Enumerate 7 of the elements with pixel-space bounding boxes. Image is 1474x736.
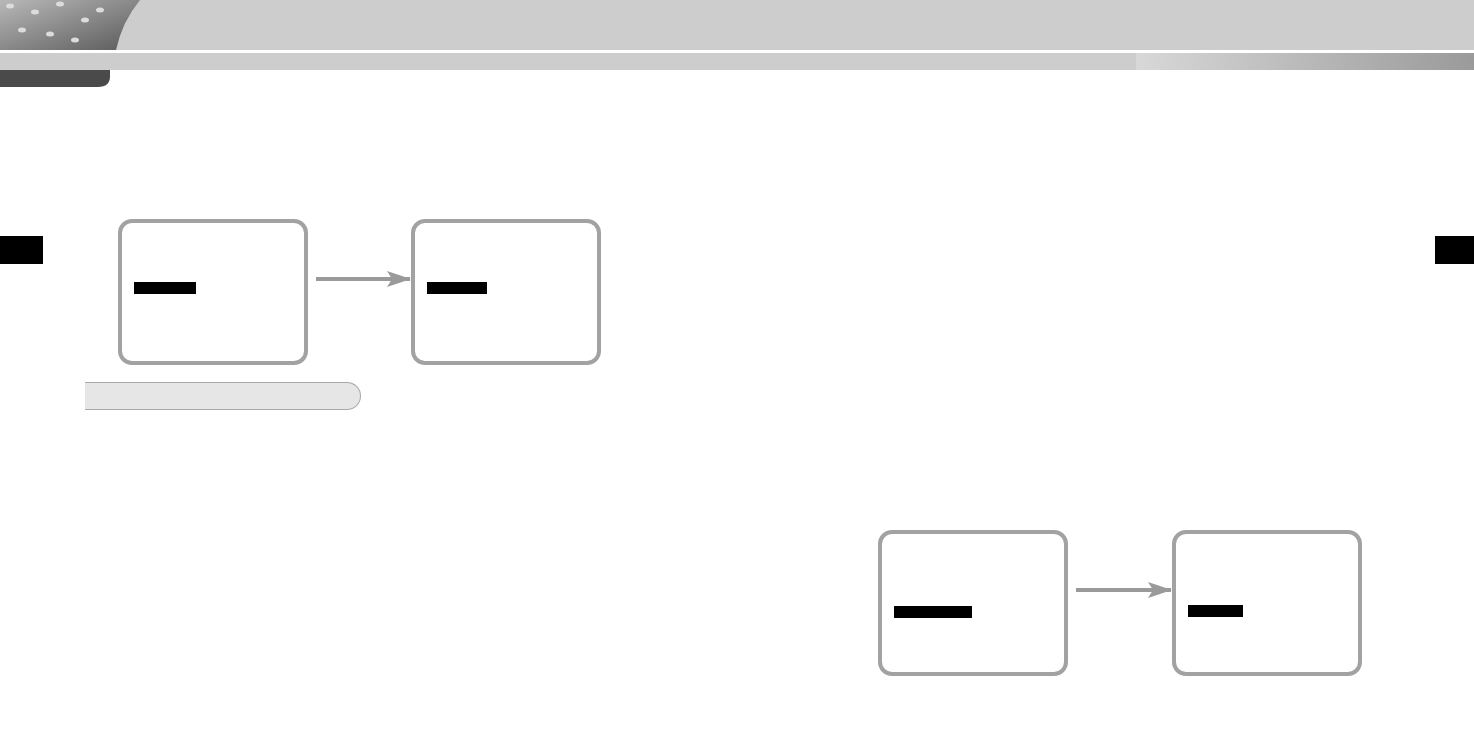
screen-box xyxy=(878,530,1068,676)
arrow xyxy=(316,271,411,287)
arrow xyxy=(1076,582,1172,598)
section-heading-bar xyxy=(85,382,361,410)
screen-box xyxy=(411,219,601,365)
screen-box xyxy=(1172,530,1362,676)
screen-box xyxy=(118,219,308,365)
